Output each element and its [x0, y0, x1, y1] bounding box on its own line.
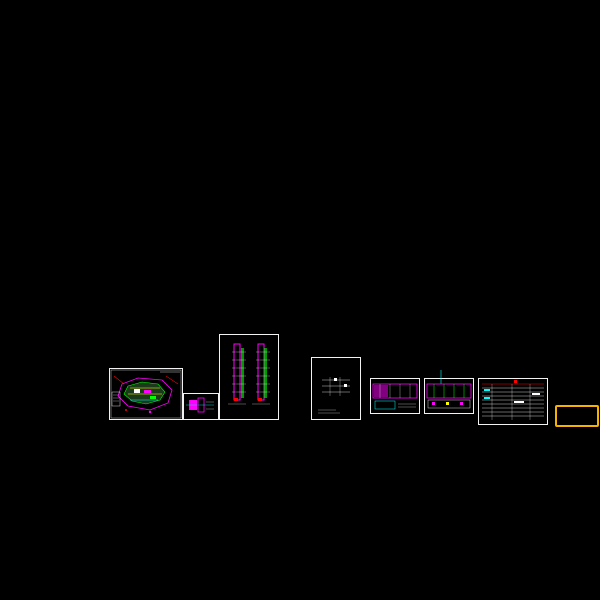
- schedule-table-linework: [482, 380, 544, 420]
- drawing-sheet-schedule-table[interactable]: [478, 378, 548, 425]
- plan-b-linework: [426, 370, 472, 409]
- elevations-linework: [228, 343, 270, 405]
- title-stamp: [555, 405, 599, 427]
- plan-a-linework: [372, 383, 418, 410]
- drawing-sheet-schematic[interactable]: [311, 357, 361, 420]
- drawing-sheet-elevations[interactable]: [219, 334, 279, 420]
- detail-linework: [186, 397, 214, 413]
- site-plan-linework: [110, 369, 182, 419]
- schematic-linework: [318, 377, 350, 414]
